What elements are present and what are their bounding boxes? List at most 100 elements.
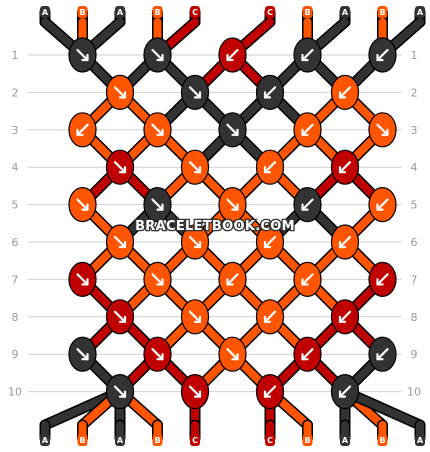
arrow-down-right-icon [226, 123, 239, 136]
knot [68, 187, 97, 223]
strand-label-chip [377, 434, 388, 446]
arrow-head [156, 278, 164, 286]
arrow-down-right-icon [188, 385, 202, 398]
arrow-down-right-icon [188, 310, 202, 323]
strand-label-chip [40, 434, 50, 446]
knot [255, 374, 285, 410]
arrow-down-left-icon [301, 48, 314, 62]
arrow-down-left-icon [226, 48, 239, 62]
arrow-head [301, 53, 309, 62]
knot [368, 336, 397, 372]
arrow-head [263, 91, 272, 99]
row-number: 3 [12, 124, 19, 137]
knot [330, 74, 360, 111]
knot [218, 336, 247, 372]
strand-label-chip [152, 434, 163, 446]
arrow-head [193, 166, 202, 174]
arrow-down-left-icon [301, 273, 314, 286]
arrow-head [338, 240, 347, 249]
arrow-down-right-icon [113, 310, 127, 323]
row-number: 10 [407, 386, 421, 399]
arrow-down-left-icon [226, 273, 239, 286]
arrow-down-right-icon [76, 348, 89, 361]
knot [180, 224, 210, 260]
arrow-head [301, 278, 309, 286]
knot [293, 261, 322, 297]
knot [218, 261, 247, 297]
strand-label: B [379, 436, 385, 445]
knot [143, 336, 172, 372]
arrow-head [263, 315, 272, 323]
strand-label-chip [115, 434, 125, 446]
strand-label: B [154, 436, 160, 445]
arrow-down-right-icon [226, 348, 239, 361]
row-number: 7 [12, 273, 19, 286]
strand-label-chip [415, 6, 425, 18]
arrow-down-left-icon [263, 310, 277, 323]
arrow-down-left-icon [376, 48, 389, 62]
row-number: 8 [12, 311, 19, 324]
arrow-head [263, 240, 272, 249]
strand-label-chip [115, 6, 125, 18]
row-number: 5 [12, 199, 19, 212]
watermark: BRACELETBOOK.COM [135, 219, 295, 234]
knot [105, 149, 135, 185]
arrow-down-right-icon [151, 273, 164, 286]
arrow-head [376, 53, 384, 62]
knot [143, 112, 172, 148]
knot [293, 37, 322, 73]
arrow-down-left-icon [263, 86, 277, 99]
row-number: 4 [12, 161, 19, 174]
arrow-down-left-icon [338, 235, 352, 249]
knot [68, 336, 97, 372]
row-number: 10 [8, 386, 22, 399]
row-number: 8 [411, 311, 418, 324]
knot [330, 299, 360, 335]
arrow-head [81, 203, 89, 211]
knot [218, 112, 247, 148]
arrow-down-left-icon [301, 123, 314, 136]
strand-label-chip [415, 434, 425, 446]
arrow-down-left-icon [376, 348, 389, 361]
knot [368, 261, 397, 297]
arrow-head [263, 166, 272, 174]
arrow-down-left-icon [376, 198, 389, 211]
strand-label: A [117, 8, 124, 17]
arrow-down-right-icon [188, 86, 202, 99]
knot [218, 37, 247, 73]
strand-label: B [79, 8, 85, 17]
knot [255, 74, 285, 111]
arrow-down-right-icon [113, 161, 127, 174]
arrow-head [301, 128, 309, 136]
arrow-down-left-icon [301, 348, 314, 361]
arrow-head [376, 203, 384, 211]
arrow-head [118, 91, 127, 99]
arrow-down-left-icon [338, 86, 352, 99]
strand-label: C [192, 436, 198, 445]
strand-label: A [342, 436, 349, 445]
arrow-down-right-icon [151, 48, 164, 62]
row-number: 6 [411, 236, 418, 249]
knot [330, 374, 360, 410]
arrow-down-right-icon [76, 273, 89, 286]
arrow-head [118, 166, 127, 174]
arrow-head [231, 128, 239, 136]
knot [180, 299, 210, 335]
knot [293, 187, 322, 223]
knot [105, 299, 135, 335]
arrow-head [338, 390, 347, 398]
row-number: 1 [12, 49, 19, 62]
strand-label-chip [190, 6, 200, 18]
arrow-head [156, 353, 164, 361]
knot [68, 261, 97, 297]
row-number: 2 [411, 86, 418, 99]
arrow-head [118, 240, 127, 249]
arrow-head [338, 91, 347, 99]
arrow-down-right-icon [113, 86, 127, 99]
arrow-down-left-icon [263, 161, 277, 174]
arrow-head [338, 166, 347, 174]
strand-label: C [267, 8, 273, 17]
knot [105, 224, 135, 260]
